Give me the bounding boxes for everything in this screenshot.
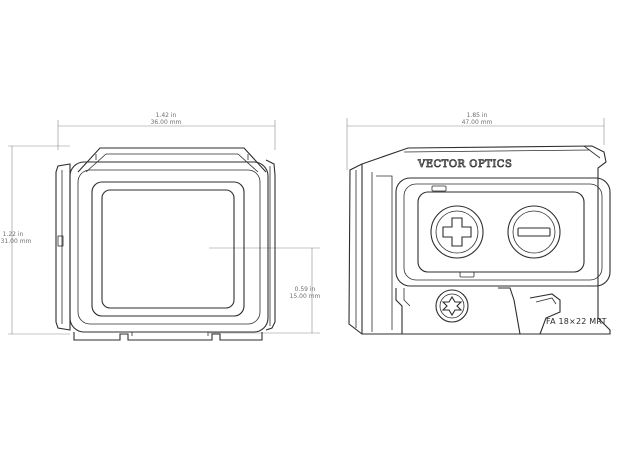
model-label: FA 18×22 MRT [546,317,607,326]
front-width-dimension: 1.42 in 36.00 mm [57,112,276,150]
front-view: 1.42 in 36.00 mm 1.22 in 31.00 mm 0.59 i… [1,112,321,341]
mount-base [395,287,561,335]
side-length-mm: 47.00 mm [462,119,493,126]
front-height-in: 1.22 in [3,231,24,238]
button-panel [395,177,611,287]
side-view: 1.85 in 47.00 mm VECTOR OPTICS [346,112,611,335]
plus-button[interactable] [430,205,484,259]
plus-button-icon [442,217,472,247]
front-height-mm: 31.00 mm [1,238,32,245]
side-length-in: 1.85 in [467,112,488,119]
front-width-mm: 36.00 mm [151,119,182,126]
side-housing: VECTOR OPTICS [348,145,611,335]
front-housing [55,147,276,341]
window-height-in: 0.59 in [295,286,316,293]
side-length-dimension: 1.85 in 47.00 mm [346,112,605,170]
brand-text: VECTOR OPTICS [417,159,512,170]
front-width-in: 1.42 in [156,112,177,119]
window-height-mm: 15.00 mm [290,293,321,300]
minus-button[interactable] [507,205,561,259]
mount-screw-icon [435,289,469,323]
front-height-dimension: 1.22 in 31.00 mm [1,145,70,335]
window-height-dimension: 0.59 in 15.00 mm [209,247,321,334]
minus-button-icon [517,227,551,237]
